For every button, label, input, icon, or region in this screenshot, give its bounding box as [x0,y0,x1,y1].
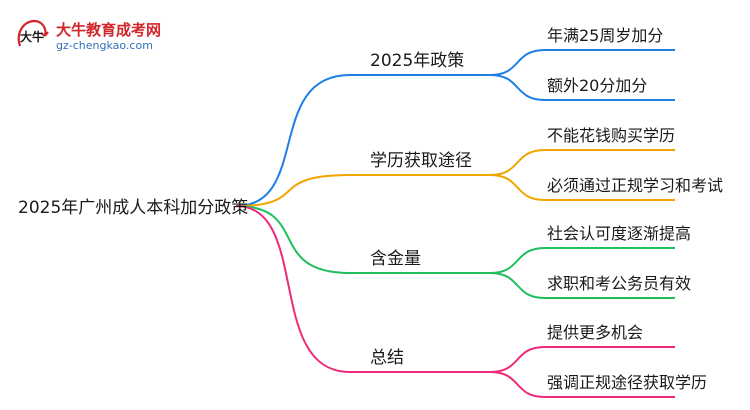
leaf-link-3-1 [489,247,675,274]
leaf-topic-4-2: 强调正规途径获取学历 [547,373,707,392]
branch-link-3 [235,205,490,274]
leaf-topic-3-2: 求职和考公务员有效 [547,274,691,293]
leaf-link-3-2 [489,272,675,299]
leaf-topic-2-2: 必须通过正规学习和考试 [547,176,723,195]
leaf-topic-2-1: 不能花钱购买学历 [547,126,675,145]
logo-mark-icon: 大牛 [17,19,49,47]
branch-topic-2: 学历获取途径 [370,151,472,171]
mind-map-links [235,49,675,398]
branch-topic-1: 2025年政策 [370,51,464,71]
leaf-topic-4-1: 提供更多机会 [547,323,643,342]
branch-topic-3: 含金量 [370,249,421,269]
leaf-link-2-2 [489,174,675,201]
leaf-topic-3-1: 社会认可度逐渐提高 [547,224,691,243]
logo-mark-text: 大牛 [20,29,44,44]
logo-title: 大牛教育成考网 [56,21,162,39]
leaf-topic-1-1: 年满25周岁加分 [547,26,663,45]
branch-topic-4: 总结 [370,348,404,368]
leaf-link-1-1 [489,49,675,76]
root-topic: 2025年广州成人本科加分政策 [18,198,248,218]
leaf-link-4-1 [489,346,675,373]
branch-link-1 [235,74,490,207]
mind-map-nodes: 2025年广州成人本科加分政策 2025年政策 年满25周岁加分额外20分加分学历获… [18,26,723,392]
site-logo[interactable]: 大牛 大牛教育成考网 gz-chengkao.com [14,16,214,56]
leaf-topic-1-2: 额外20分加分 [547,76,647,95]
leaf-link-4-2 [489,371,675,398]
branch-link-4 [235,205,490,373]
branch-link-2 [235,174,490,207]
logo-url: gz-chengkao.com [56,39,153,52]
leaf-link-1-2 [489,74,675,101]
leaf-link-2-1 [489,149,675,176]
